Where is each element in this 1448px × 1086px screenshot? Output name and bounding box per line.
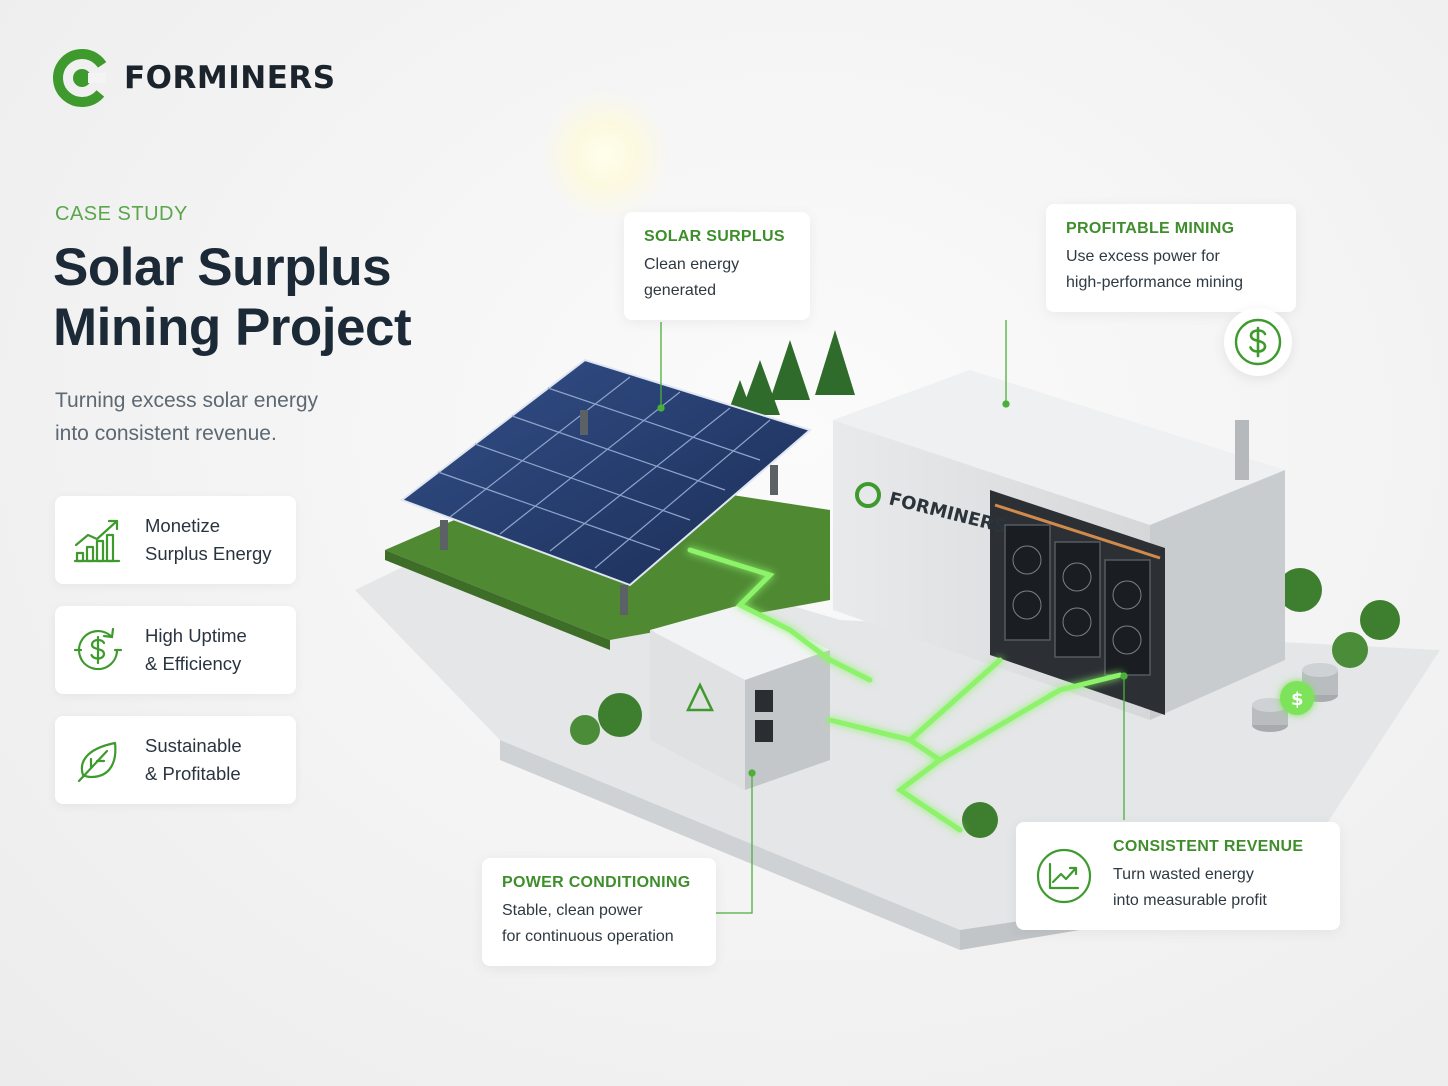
feature-line-2: Surplus Energy xyxy=(145,543,272,564)
callout-heading: SOLAR SURPLUS xyxy=(644,228,785,245)
page-title: Solar Surplus Mining Project xyxy=(53,238,473,358)
feature-card-uptime: High Uptime & Efficiency xyxy=(55,606,296,694)
feature-line-1: Monetize xyxy=(145,515,221,536)
feature-label: Sustainable & Profitable xyxy=(145,732,242,788)
title-line-2: Mining Project xyxy=(53,298,412,357)
feature-line-1: High Uptime xyxy=(145,625,247,646)
callout-line-1: Turn wasted energy xyxy=(1113,866,1254,883)
callout-line-1: Use excess power for xyxy=(1066,248,1220,265)
callout-power-conditioning: POWER CONDITIONING Stable, clean power f… xyxy=(482,858,716,966)
mining-container: FORMINERS xyxy=(833,370,1285,720)
feature-card-sustainable: Sustainable & Profitable xyxy=(55,716,296,804)
coin-stack: $ xyxy=(1252,663,1338,732)
callout-heading: CONSISTENT REVENUE xyxy=(1113,838,1304,855)
forminers-logo-icon xyxy=(53,49,111,107)
title-line-1: Solar Surplus xyxy=(53,238,392,297)
sun-glow xyxy=(540,90,670,220)
dollar-circle-icon xyxy=(73,627,123,671)
subtitle-line-1: Turning excess solar energy xyxy=(55,389,319,412)
revenue-chart-icon xyxy=(1036,848,1092,904)
callout-profitable-mining: PROFITABLE MINING Use excess power for h… xyxy=(1046,204,1296,312)
page-subtitle: Turning excess solar energy into consist… xyxy=(55,384,375,450)
brand-name: FORMINERS xyxy=(124,60,336,96)
callout-heading: PROFITABLE MINING xyxy=(1066,220,1235,237)
feature-label: High Uptime & Efficiency xyxy=(145,622,247,678)
callout-leaders xyxy=(657,320,1128,914)
callout-heading: POWER CONDITIONING xyxy=(502,874,691,891)
eyebrow-label: CASE STUDY xyxy=(55,203,188,225)
callout-line-2: for continuous operation xyxy=(502,928,674,945)
feature-line-2: & Efficiency xyxy=(145,653,242,674)
subtitle-line-2: into consistent revenue. xyxy=(55,422,277,445)
dollar-icon xyxy=(1234,318,1282,366)
brand-logo[interactable]: FORMINERS xyxy=(52,48,336,108)
callout-line-2: into measurable profit xyxy=(1113,892,1267,909)
feature-card-monetize: Monetize Surplus Energy xyxy=(55,496,296,584)
tree-cluster xyxy=(570,330,1400,838)
callout-solar-surplus: SOLAR SURPLUS Clean energy generated xyxy=(624,212,810,320)
callout-line-2: generated xyxy=(644,282,717,299)
feature-label: Monetize Surplus Energy xyxy=(145,512,271,568)
callout-consistent-revenue: CONSISTENT REVENUE Turn wasted energy in… xyxy=(1016,822,1340,930)
dollar-badge xyxy=(1224,308,1292,376)
power-cable-glow xyxy=(687,547,1123,833)
feature-line-1: Sustainable xyxy=(145,735,242,756)
leaf-icon xyxy=(77,741,117,783)
power-conditioning-unit xyxy=(650,605,830,790)
bar-growth-icon xyxy=(73,519,121,563)
callout-line-2: high-performance mining xyxy=(1066,274,1243,291)
callout-line-1: Stable, clean power xyxy=(502,902,643,919)
solar-panel-array xyxy=(399,358,813,615)
svg-text:$: $ xyxy=(1291,689,1304,710)
callout-line-1: Clean energy xyxy=(644,256,740,273)
feature-line-2: & Profitable xyxy=(145,763,241,784)
